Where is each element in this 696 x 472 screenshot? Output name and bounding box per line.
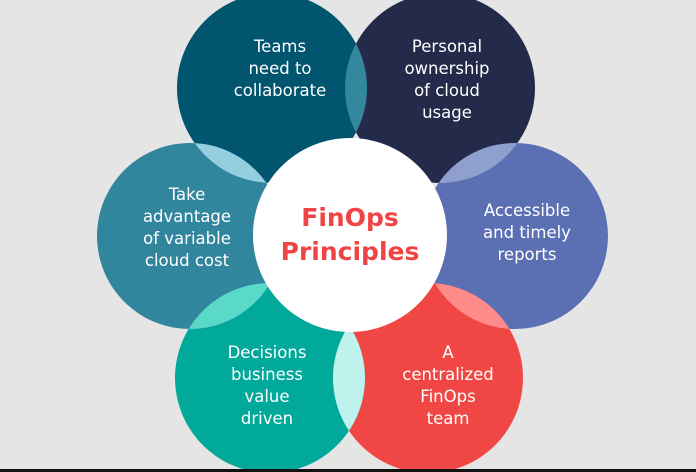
label-line: usage — [422, 103, 472, 122]
label-line: team — [426, 409, 470, 428]
label-line: reports — [497, 245, 557, 264]
label-line: Accessible — [483, 201, 571, 220]
label-line: ownership — [404, 59, 490, 78]
label-line: Teams — [253, 37, 307, 56]
label-line: value — [244, 387, 290, 406]
label-centralized: A centralized FinOps team — [368, 342, 528, 430]
label-line: centralized — [402, 365, 494, 384]
label-variable-cost: Take advantage of variable cloud cost — [107, 184, 267, 272]
label-line: need to — [248, 59, 312, 78]
label-line: cloud cost — [144, 251, 230, 270]
title-line: Principles — [280, 237, 420, 266]
label-line: Take — [168, 185, 206, 204]
label-line: driven — [240, 409, 294, 428]
label-line: A — [442, 343, 454, 362]
label-line: and timely — [483, 223, 571, 242]
label-line: Personal — [411, 37, 483, 56]
label-ownership: Personal ownership of cloud usage — [367, 36, 527, 124]
label-line: advantage — [142, 207, 232, 226]
circle-teams — [177, 0, 367, 183]
label-decisions: Decisions business value driven — [187, 342, 347, 430]
bottom-border — [0, 469, 696, 472]
label-line: of cloud — [414, 81, 480, 100]
label-line: collaborate — [233, 81, 327, 100]
title-line: FinOps — [301, 203, 399, 232]
circle-ownership — [345, 0, 535, 183]
label-line: Decisions — [227, 343, 307, 362]
label-line: business — [231, 365, 303, 384]
label-line: of variable — [143, 229, 231, 248]
label-teams: Teams need to collaborate — [200, 36, 360, 102]
label-reports: Accessible and timely reports — [447, 200, 607, 266]
circle-decisions — [175, 283, 365, 472]
center-title: FinOps Principles — [260, 201, 440, 269]
label-line: FinOps — [420, 387, 476, 406]
circle-centralized — [333, 283, 523, 472]
circle-variable-cost — [97, 143, 283, 329]
center-circle — [253, 138, 447, 332]
circle-reports — [422, 143, 608, 329]
